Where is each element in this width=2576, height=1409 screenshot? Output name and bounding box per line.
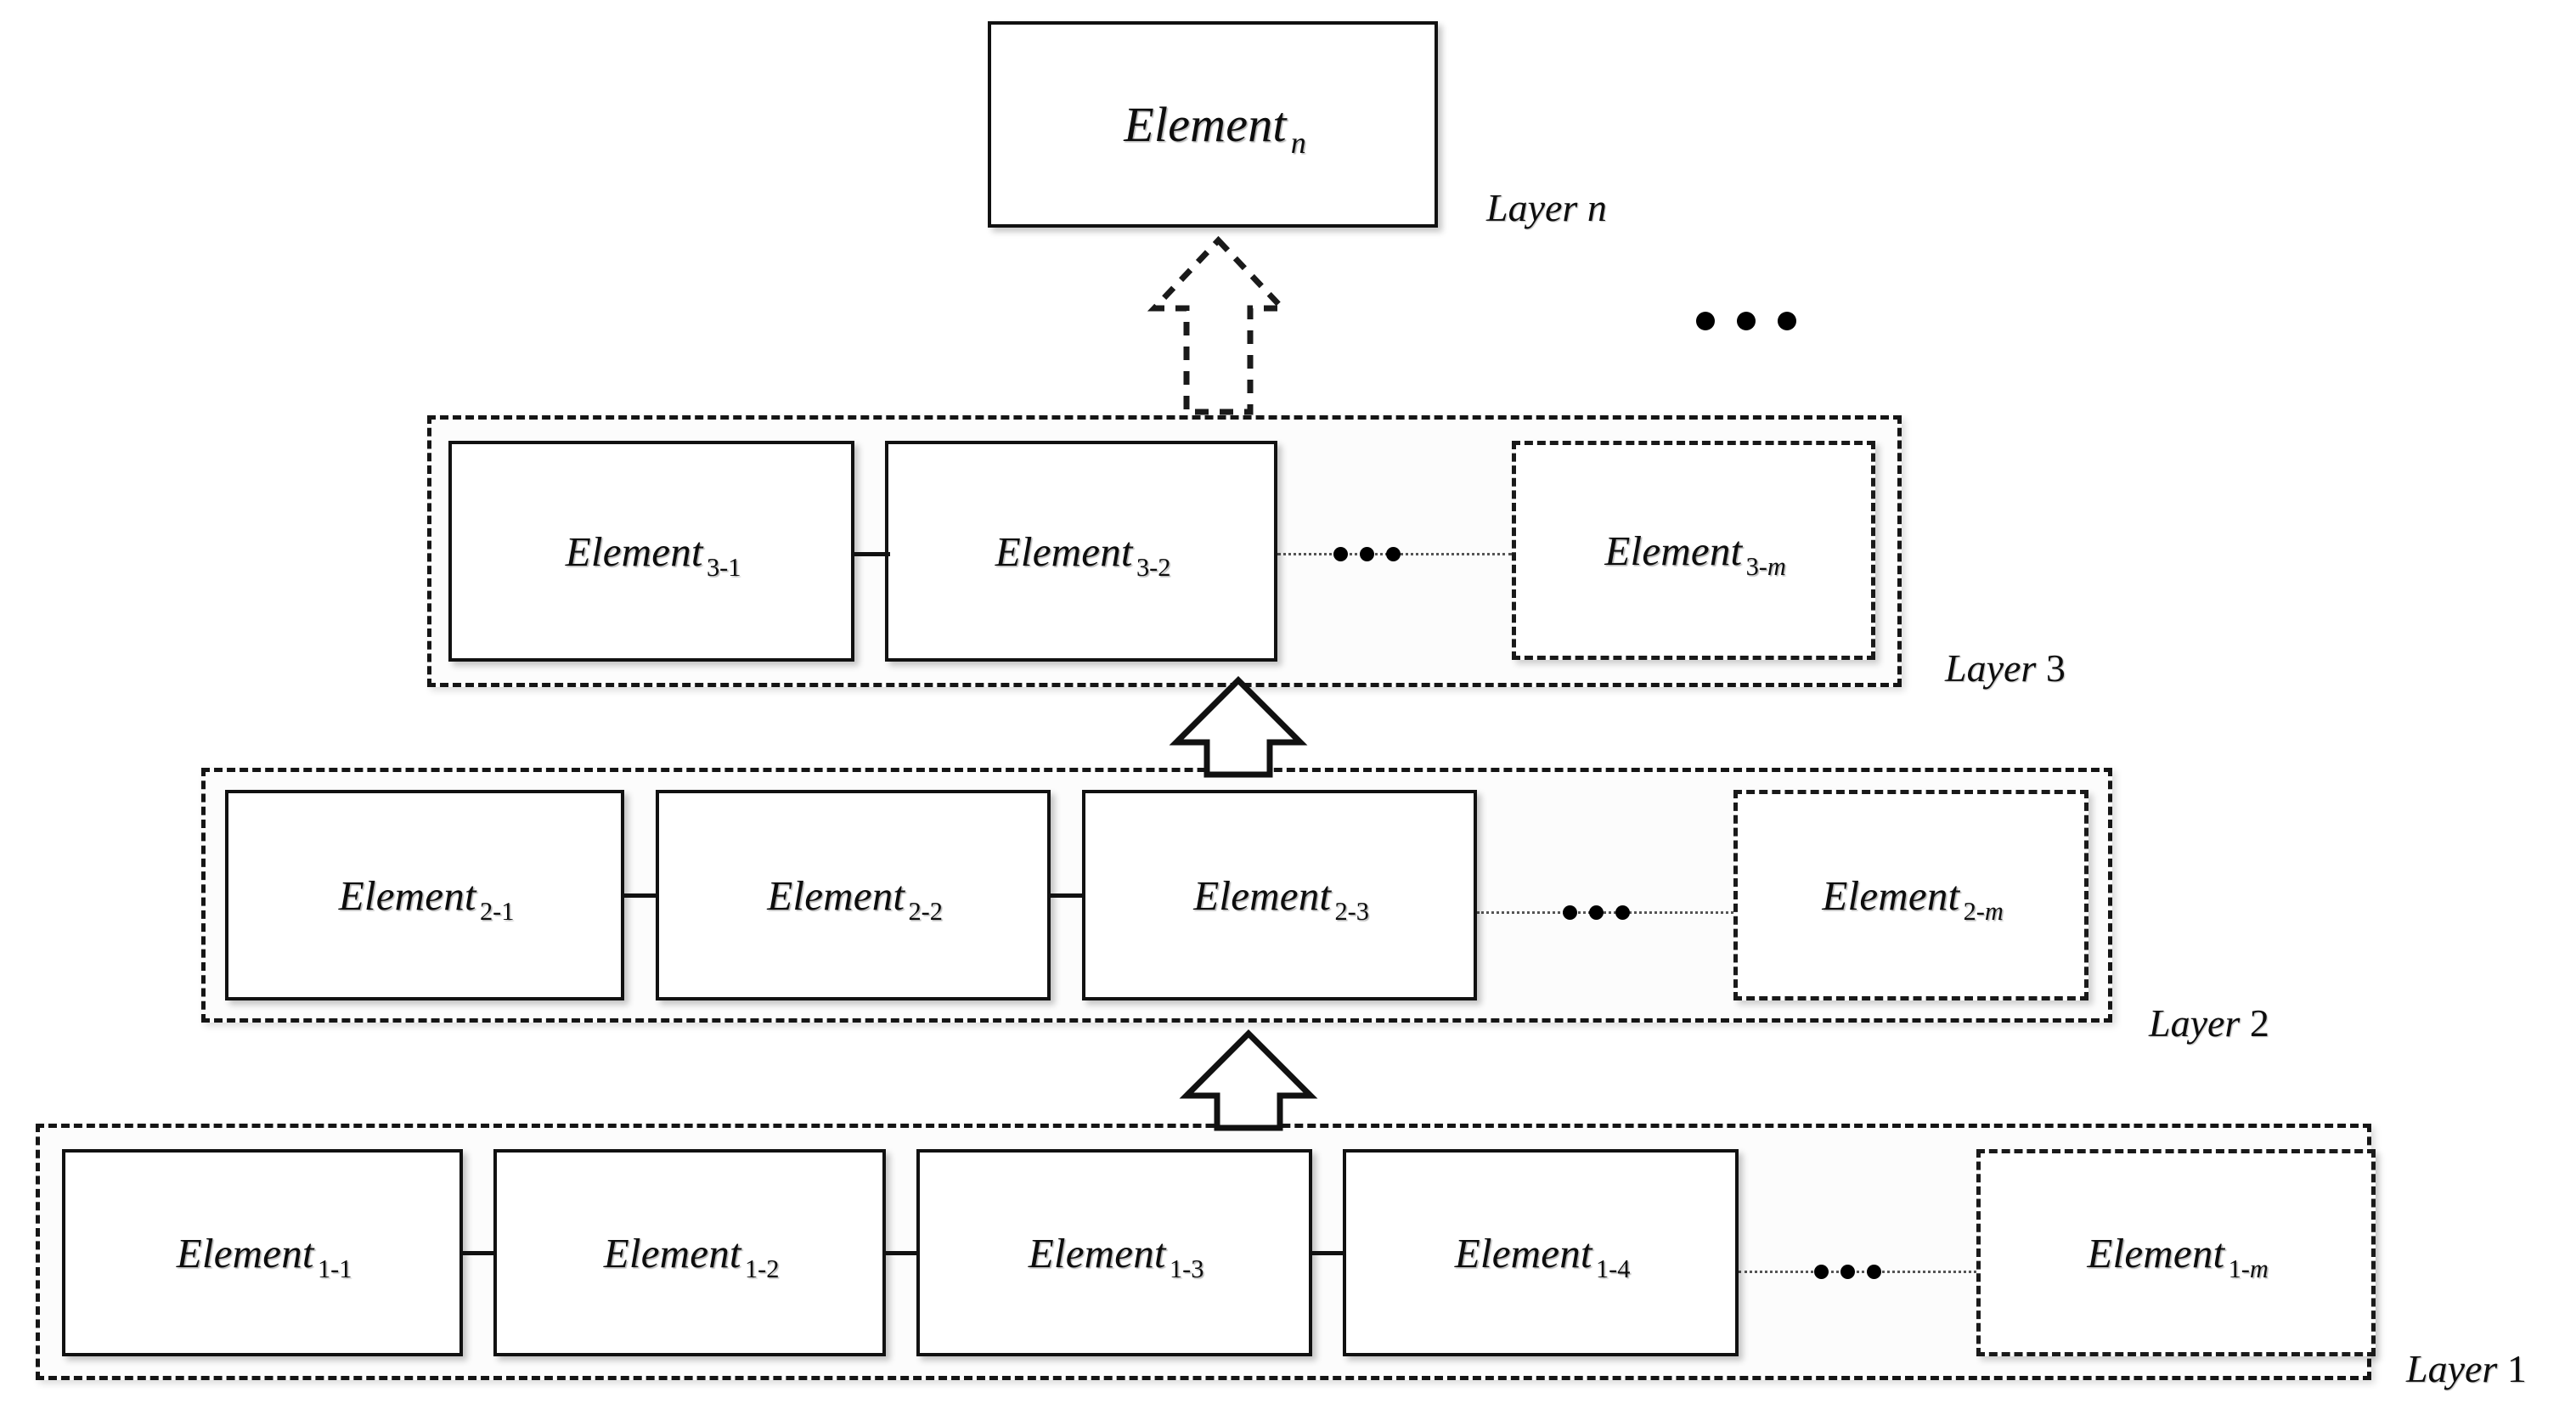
connector-1-1-to-1-2 <box>459 1251 497 1255</box>
connector-1-2-to-1-3 <box>882 1251 920 1255</box>
ellipsis-dot <box>1333 547 1348 561</box>
layer1-row-ellipsis <box>1814 1265 1881 1279</box>
connector-3-1-to-3-2 <box>851 552 890 556</box>
ellipsis-dot <box>1615 905 1630 920</box>
layer-caption-2: Layer 2 <box>2149 1001 2269 1045</box>
ellipsis-dot <box>1563 905 1577 920</box>
connector-1-3-to-1-4 <box>1309 1251 1346 1255</box>
element-word: Element <box>1124 97 1287 152</box>
ellipsis-dot <box>1737 312 1756 330</box>
arrow-layer1-to-layer2 <box>1179 1029 1318 1131</box>
ellipsis-dot <box>1778 312 1796 330</box>
ellipsis-dot <box>1867 1265 1881 1279</box>
ellipsis-dot <box>1589 905 1604 920</box>
ellipsis-dot <box>1386 547 1401 561</box>
element-subscript: n <box>1290 126 1306 161</box>
arrow-layer3-to-layern <box>1147 235 1290 418</box>
connector-2-2-to-2-3 <box>1047 893 1085 898</box>
vertical-layer-ellipsis <box>1696 312 1796 330</box>
arrow-layer2-to-layer3 <box>1169 676 1308 778</box>
dotted-connector-layer1 <box>1739 1271 1976 1273</box>
layer-caption-3: Layer 3 <box>1945 646 2066 690</box>
ellipsis-dot <box>1696 312 1715 330</box>
layer3-row-ellipsis <box>1333 547 1401 561</box>
dotted-connector-layer2 <box>1477 911 1733 914</box>
connector-2-1-to-2-2 <box>621 893 659 898</box>
ellipsis-dot <box>1840 1265 1855 1279</box>
layer2-row-ellipsis <box>1563 905 1630 920</box>
ellipsis-dot <box>1360 547 1374 561</box>
layer-caption-1: Layer 1 <box>2406 1347 2527 1390</box>
layer-caption-n: Layer n <box>1486 186 1607 229</box>
ellipsis-dot <box>1814 1265 1829 1279</box>
